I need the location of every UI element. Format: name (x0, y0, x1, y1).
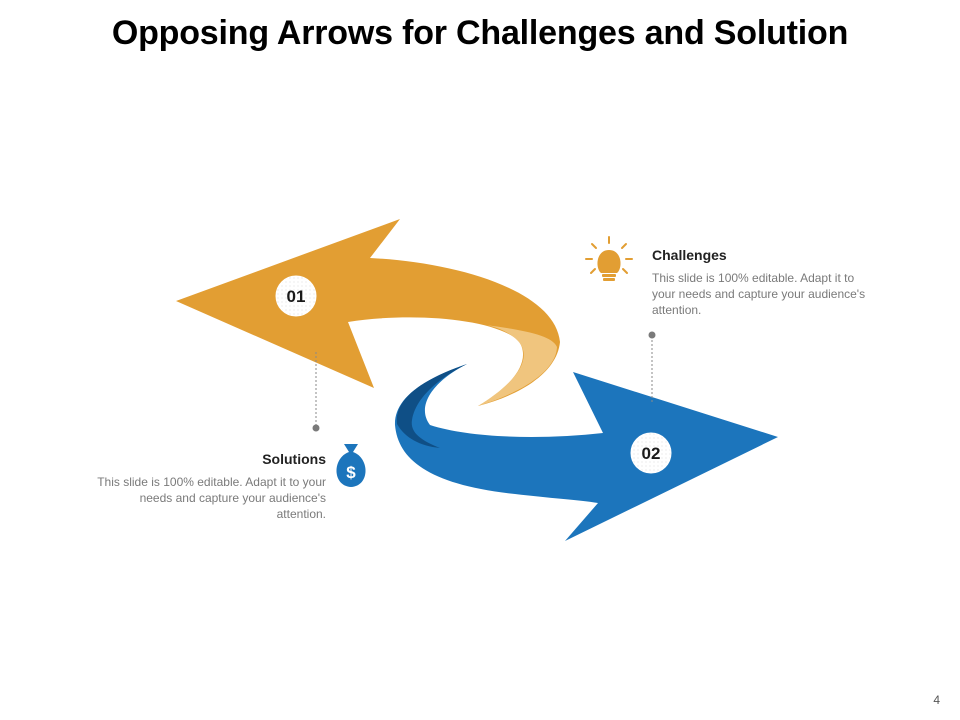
orange-arrow-body (176, 219, 560, 406)
slide-title: Opposing Arrows for Challenges and Solut… (111, 14, 849, 52)
challenges-body: This slide is 100% editable. Adapt it to… (652, 271, 866, 317)
orange-arrow-fold (478, 325, 557, 406)
step-number-01: 01 (287, 287, 306, 306)
blue-arrow-fold (396, 364, 467, 448)
solutions-heading: Solutions (262, 451, 326, 467)
money-bag-icon: $ (336, 444, 366, 487)
lightbulb-icon (585, 236, 633, 281)
solutions-body: This slide is 100% editable. Adapt it to… (97, 475, 326, 521)
svg-text:$: $ (346, 463, 356, 482)
orange-arrow (176, 219, 560, 406)
connector-01 (312, 352, 320, 432)
blue-arrow-body (394, 364, 778, 541)
page-number: 4 (933, 693, 940, 707)
step-badge-01: 01 (275, 275, 317, 317)
connector-02 (648, 331, 656, 402)
step-badge-02: 02 (630, 432, 672, 474)
blue-arrow (394, 364, 778, 541)
solutions-block: Solutions This slide is 100% editable. A… (96, 451, 326, 522)
challenges-block: Challenges This slide is 100% editable. … (652, 247, 880, 318)
step-number-02: 02 (642, 444, 661, 463)
challenges-heading: Challenges (652, 247, 727, 263)
